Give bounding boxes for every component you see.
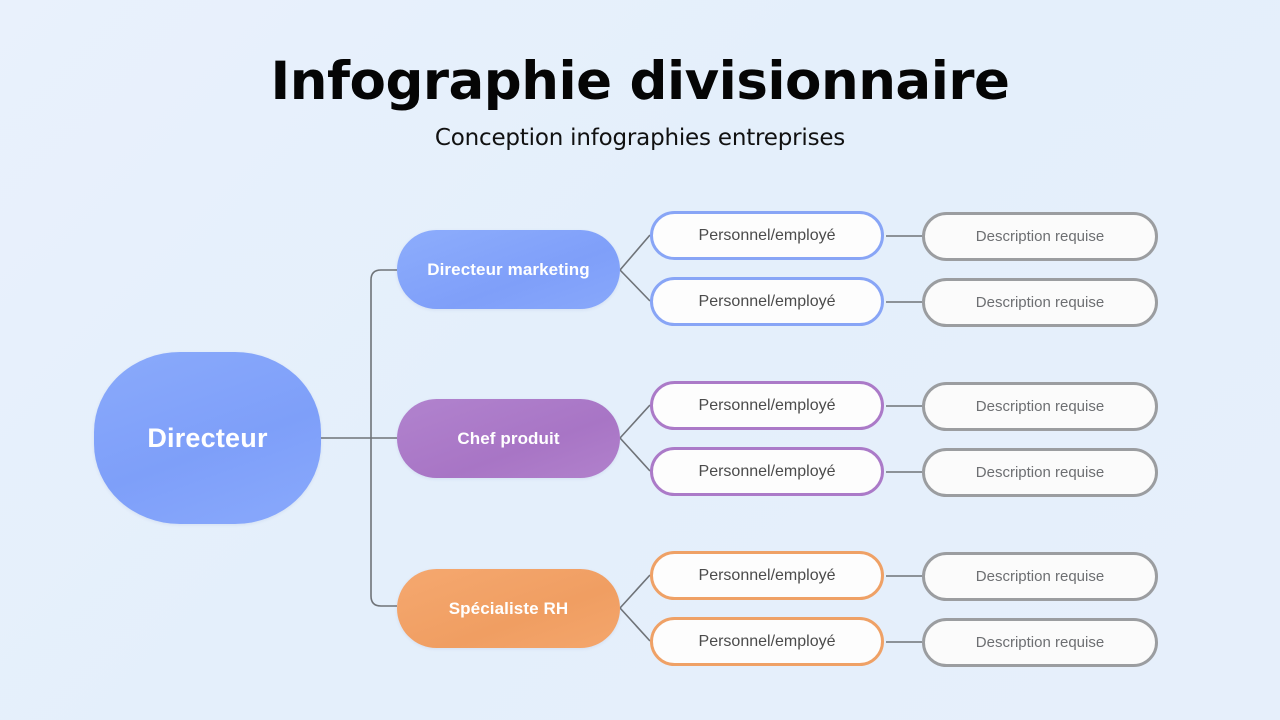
node-staff-2-0[interactable]: Personnel/employé xyxy=(650,551,884,600)
connector-branch2-staff1 xyxy=(619,607,651,642)
node-description-2-1[interactable]: Description requise xyxy=(922,618,1158,667)
node-description-0-0[interactable]: Description requise xyxy=(922,212,1158,261)
node-staff-label: Personnel/employé xyxy=(698,632,836,650)
node-staff-1-1[interactable]: Personnel/employé xyxy=(650,447,884,496)
node-description-label: Description requise xyxy=(975,464,1105,481)
node-branch-label: Chef produit xyxy=(457,428,560,448)
node-staff-label: Personnel/employé xyxy=(698,462,836,480)
node-staff-label: Personnel/employé xyxy=(698,566,836,584)
page-title: Infographie divisionnaire xyxy=(270,51,1010,112)
connector-branch1-staff0 xyxy=(619,404,651,439)
connector-branch1-staff1 xyxy=(619,437,651,472)
node-description-label: Description requise xyxy=(975,398,1105,415)
connector-branch0-staff0 xyxy=(619,234,651,271)
node-staff-2-1[interactable]: Personnel/employé xyxy=(650,617,884,666)
node-branch-specialiste-rh[interactable]: Spécialiste RH xyxy=(397,569,620,648)
connector-trunk xyxy=(370,269,397,607)
node-branch-directeur-marketing[interactable]: Directeur marketing xyxy=(397,230,620,309)
node-staff-label: Personnel/employé xyxy=(698,292,836,310)
node-description-0-1[interactable]: Description requise xyxy=(922,278,1158,327)
node-description-label: Description requise xyxy=(975,634,1105,651)
page-subtitle: Conception infographies entreprises xyxy=(434,124,846,151)
node-description-1-1[interactable]: Description requise xyxy=(922,448,1158,497)
node-description-2-0[interactable]: Description requise xyxy=(922,552,1158,601)
node-root-label: Directeur xyxy=(147,422,268,453)
node-root-directeur[interactable]: Directeur xyxy=(94,352,321,524)
node-description-label: Description requise xyxy=(975,294,1105,311)
connector-branch0-staff1 xyxy=(619,269,651,302)
node-description-1-0[interactable]: Description requise xyxy=(922,382,1158,431)
node-description-label: Description requise xyxy=(975,228,1105,245)
node-staff-label: Personnel/employé xyxy=(698,396,836,414)
node-staff-1-0[interactable]: Personnel/employé xyxy=(650,381,884,430)
node-staff-0-0[interactable]: Personnel/employé xyxy=(650,211,884,260)
node-description-label: Description requise xyxy=(975,568,1105,585)
node-staff-0-1[interactable]: Personnel/employé xyxy=(650,277,884,326)
node-staff-label: Personnel/employé xyxy=(698,226,836,244)
node-branch-label: Spécialiste RH xyxy=(448,598,569,618)
node-branch-label: Directeur marketing xyxy=(427,259,590,279)
node-branch-chef-produit[interactable]: Chef produit xyxy=(397,399,620,478)
header: Infographie divisionnaire Conception inf… xyxy=(0,51,1280,151)
connector-branch2-staff0 xyxy=(619,574,651,609)
